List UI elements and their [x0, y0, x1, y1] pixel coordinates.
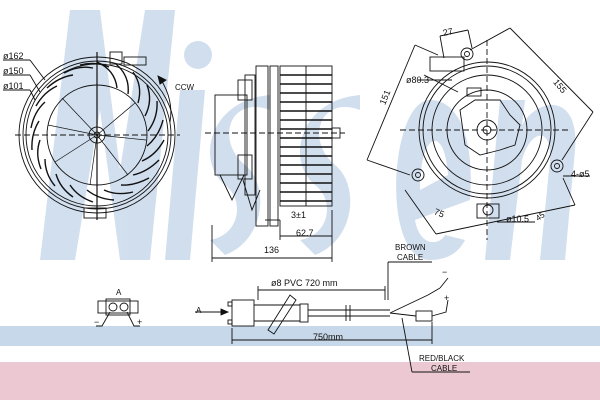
- dim-hub-diameter: ø80.3: [406, 75, 430, 85]
- side-view: [205, 65, 345, 262]
- dim-diameter-150: ø150: [3, 66, 24, 76]
- connector-view-a: [96, 298, 140, 327]
- brown-cable-label-2: CABLE: [397, 253, 424, 262]
- pink-band: [0, 362, 600, 400]
- cable-minus-label: −: [442, 267, 448, 277]
- dim-holes: 4-ø5: [571, 169, 590, 179]
- cable-plus-label: +: [444, 293, 450, 303]
- dim-diameter-162: ø162: [3, 51, 24, 61]
- dim-bottom-hole: ø10.5: [506, 214, 530, 224]
- rotation-label: CCW: [175, 83, 195, 92]
- dim-wheel-width: 62.7: [296, 228, 314, 238]
- connector-view-label: A: [116, 288, 122, 297]
- front-view-fan: [3, 51, 180, 220]
- cable-length: 750mm: [313, 332, 344, 342]
- connector-plus-label: +: [137, 317, 143, 327]
- cable-assembly: [195, 261, 470, 373]
- connector-minus-label: −: [94, 317, 100, 327]
- cable-spec: ø8 PVC 720 mm: [271, 278, 338, 288]
- redblack-cable-label-2: CABLE: [431, 364, 458, 373]
- dim-overall-length: 136: [264, 245, 280, 255]
- cable-arrow-label: A: [196, 306, 202, 315]
- brown-cable-label-1: BROWN: [395, 243, 426, 252]
- redblack-cable-label-1: RED/BLACK: [419, 354, 465, 363]
- dim-gap: 3±1: [291, 210, 306, 220]
- dim-diameter-101: ø101: [3, 81, 24, 91]
- blue-band: [0, 326, 600, 346]
- rear-view: [366, 27, 594, 240]
